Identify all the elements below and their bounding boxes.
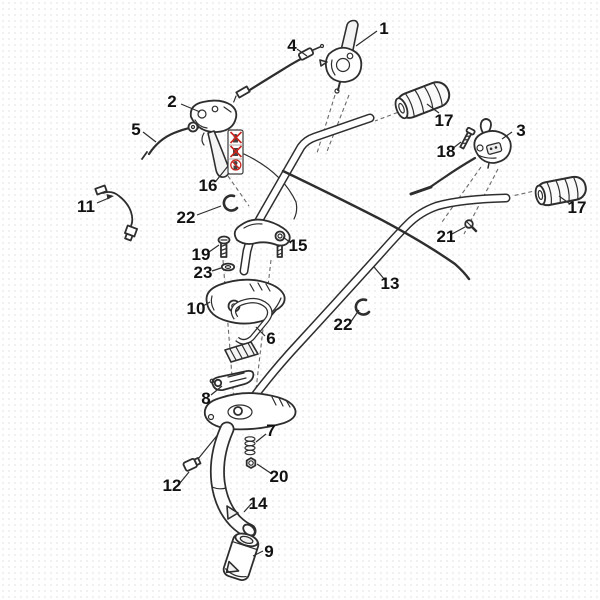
callout-22-lower: 22 <box>334 315 353 334</box>
callout-7: 7 <box>266 421 275 440</box>
callout-19: 19 <box>192 245 211 264</box>
handle-housing-lower <box>203 392 297 431</box>
callout-17-left: 17 <box>435 111 454 130</box>
callout-22-upper: 22 <box>177 208 196 227</box>
screw-19 <box>217 235 231 258</box>
throttle-cable <box>233 43 325 103</box>
plug-12 <box>182 457 202 472</box>
callout-12: 12 <box>163 476 182 495</box>
callout-11: 11 <box>77 197 95 216</box>
callout-1: 1 <box>379 19 388 38</box>
washer-23 <box>220 262 236 272</box>
nut-20 <box>245 457 257 469</box>
handlebar-loop-tube <box>245 193 511 407</box>
trigger-interlock-assembly <box>189 99 238 178</box>
spring-7 <box>244 436 256 456</box>
warning-label-sticker <box>227 129 244 175</box>
throttle-cable-run <box>281 169 471 281</box>
callout-6: 6 <box>266 329 275 348</box>
grip-right <box>534 175 587 207</box>
callout-leader-lines <box>96 30 571 557</box>
callout-8: 8 <box>201 389 210 408</box>
retaining-clip-lower <box>354 298 371 316</box>
wiring-harness <box>94 184 138 242</box>
callout-17-right: 17 <box>568 198 587 217</box>
grip-left <box>394 81 451 120</box>
interlock-cable <box>141 121 199 160</box>
red-prohibition-icon <box>230 159 242 171</box>
callout-13: 13 <box>381 274 400 293</box>
callout-21: 21 <box>437 227 456 246</box>
strap-clamp <box>224 297 273 363</box>
callout-23: 23 <box>194 263 213 282</box>
callout-16: 16 <box>199 176 218 195</box>
retaining-clip-upper <box>222 194 239 212</box>
screw-21 <box>464 219 478 233</box>
callout-18: 18 <box>437 142 456 161</box>
callout-labels: 1 4 2 5 11 16 22 17 18 3 17 21 19 23 15 … <box>77 19 586 561</box>
screw-18 <box>459 126 476 150</box>
sleeve-9 <box>222 532 260 582</box>
callout-5: 5 <box>131 120 140 139</box>
handle-shaft <box>209 421 257 539</box>
callout-10: 10 <box>187 299 206 318</box>
switch-housing <box>427 118 512 190</box>
upper-clamp <box>233 218 291 258</box>
callout-4: 4 <box>287 36 297 55</box>
callout-14: 14 <box>249 494 268 513</box>
callout-15: 15 <box>289 236 308 255</box>
callout-3: 3 <box>516 121 525 140</box>
callout-2: 2 <box>167 92 176 111</box>
throttle-trigger-assembly <box>319 19 363 94</box>
red-cross-icon <box>229 131 243 144</box>
red-cross-icon <box>229 145 243 158</box>
callout-20: 20 <box>270 467 289 486</box>
clamp-plate-8 <box>209 369 255 392</box>
callout-9: 9 <box>264 542 273 561</box>
